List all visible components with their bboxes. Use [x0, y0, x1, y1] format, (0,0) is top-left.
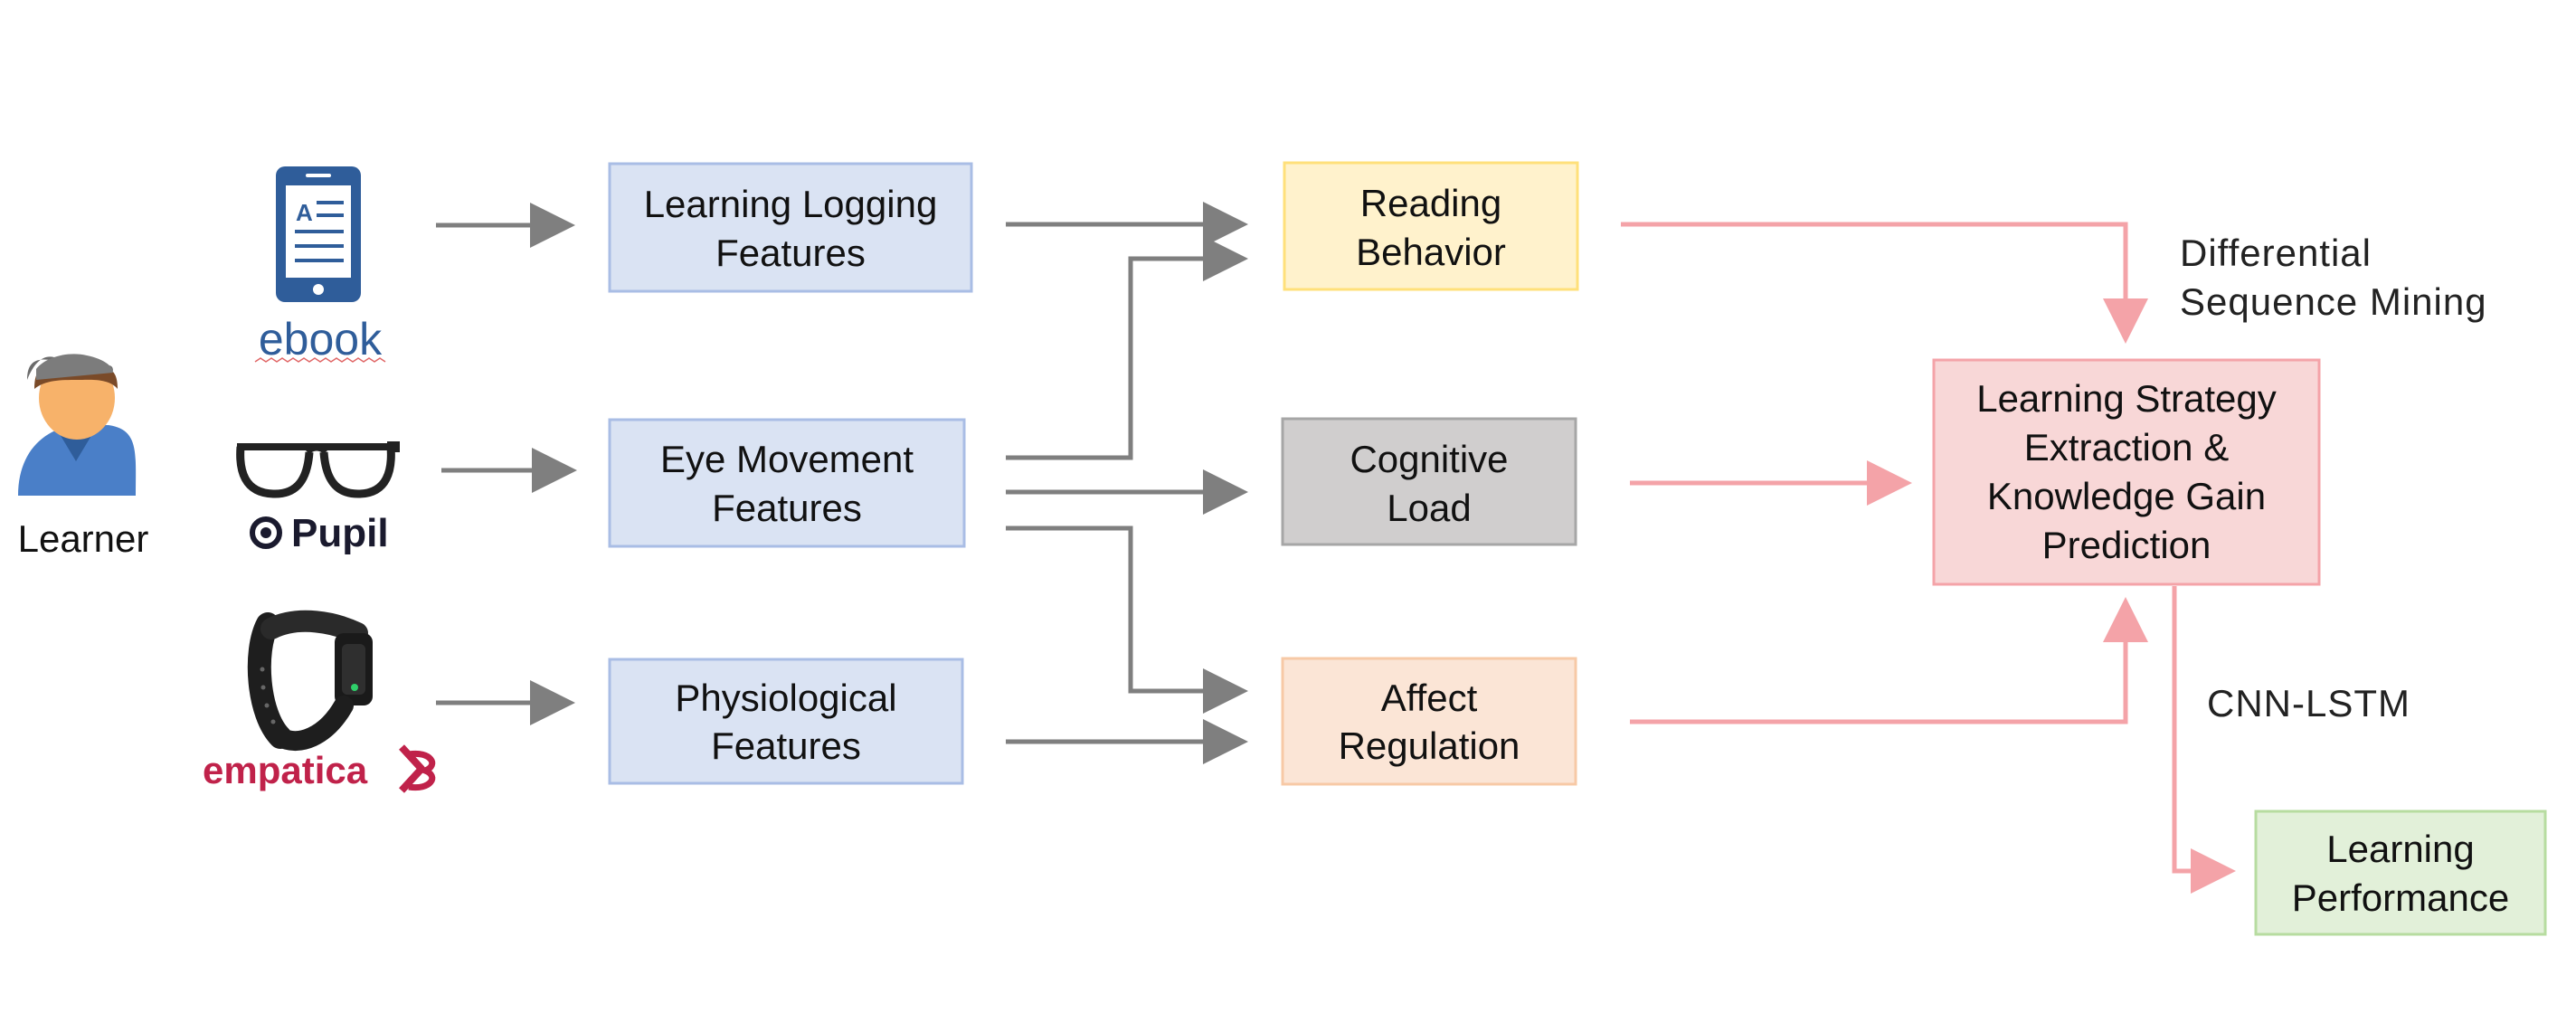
learner-label: Learner — [18, 517, 149, 560]
construct-reading-line2: Behavior — [1356, 231, 1506, 273]
learner-avatar-icon — [18, 354, 137, 496]
feature-eye-line2: Features — [712, 487, 862, 529]
empatica-logo-icon — [399, 744, 436, 793]
feature-logging-line1: Learning Logging — [644, 183, 938, 225]
feature-logging-line2: Features — [715, 232, 866, 274]
performance-box: Learning Performance — [2254, 810, 2547, 936]
feature-physio-line2: Features — [711, 724, 861, 767]
feature-box-physiological: Physiological Features — [608, 658, 964, 785]
construct-affect-line1: Affect — [1381, 677, 1478, 719]
construct-box-affect: Affect Regulation — [1281, 657, 1577, 786]
empatica-label: empatica — [203, 749, 368, 791]
eye-tracking-glasses-icon — [236, 441, 400, 498]
construct-cognitive-line2: Load — [1387, 487, 1471, 529]
construct-box-cognitive: Cognitive Load — [1281, 417, 1577, 546]
svg-text:A: A — [296, 199, 313, 226]
strategy-box: Learning Strategy Extraction & Knowledge… — [1932, 358, 2321, 586]
feature-eye-line1: Eye Movement — [660, 438, 914, 480]
pupil-logo-icon — [250, 516, 282, 549]
construct-reading-line1: Reading — [1360, 182, 1501, 224]
construct-box-reading: Reading Behavior — [1283, 161, 1579, 291]
feature-physio-line1: Physiological — [675, 677, 896, 719]
arrow-reading-to-strategy — [1621, 222, 2148, 344]
pupil-label: Pupil — [291, 511, 389, 555]
method-cnn-lstm: CNN-LSTM — [2207, 682, 2410, 724]
ebook-tablet-icon: A — [276, 166, 361, 302]
performance-line2: Performance — [2292, 876, 2509, 919]
construct-cognitive-line1: Cognitive — [1350, 438, 1508, 480]
strategy-line3: Knowledge Gain — [1987, 475, 2266, 517]
feature-box-logging: Learning Logging Features — [608, 162, 973, 293]
arrow-eye-to-reading — [1006, 236, 1248, 460]
strategy-line2: Extraction & — [2024, 426, 2229, 469]
method-dsm-line1: Differential — [2180, 232, 2372, 274]
wristband-icon — [247, 610, 373, 751]
strategy-line4: Prediction — [2042, 524, 2211, 566]
ebook-underline — [254, 357, 386, 363]
ebook-label: ebook — [259, 314, 383, 365]
feature-box-eye-movement: Eye Movement Features — [608, 418, 966, 548]
arrow-eye-to-affect — [1006, 525, 1248, 714]
arrow-strategy-to-performance — [2172, 586, 2236, 894]
method-dsm-line2: Sequence Mining — [2180, 280, 2487, 323]
arrow-affect-to-strategy — [1630, 597, 2148, 724]
construct-affect-line2: Regulation — [1339, 724, 1520, 767]
strategy-line1: Learning Strategy — [1976, 377, 2277, 420]
performance-line1: Learning — [2326, 828, 2474, 870]
